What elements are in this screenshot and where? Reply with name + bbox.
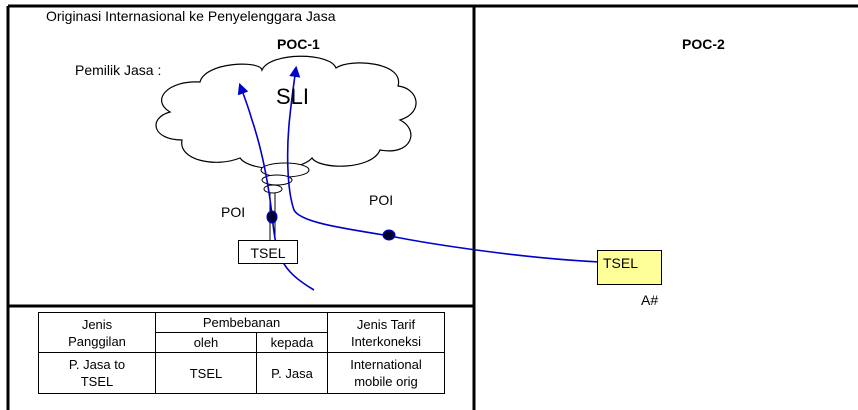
cell-charged-to: P. Jasa xyxy=(256,352,328,394)
cell-tariff-line2: mobile orig xyxy=(354,374,418,389)
service-owner-label: Pemilik Jasa : xyxy=(75,62,162,78)
table-subheader-row: oleh kepada xyxy=(39,332,445,353)
tariff-table: Jenis Panggilan Pembebanan Jenis Tarif I… xyxy=(38,312,445,394)
poc1-label: POC-1 xyxy=(277,36,320,52)
route-line-right xyxy=(286,65,601,263)
poi-label-right: POI xyxy=(369,192,394,208)
header-tariff-line2: Interkoneksi xyxy=(350,333,422,349)
header-charging: Pembebanan xyxy=(155,312,328,333)
poi-label-left: POI xyxy=(221,204,246,220)
a-number-label: A# xyxy=(641,292,659,308)
cell-charged-by: TSEL xyxy=(155,352,257,394)
table-row: P. Jasa to TSEL TSEL P. Jasa Internation… xyxy=(38,352,445,394)
poi-point-left xyxy=(266,210,278,224)
sli-cloud-label: SLI xyxy=(276,84,310,109)
cell-tariff-type: International mobile orig xyxy=(327,352,445,394)
cell-call-type: P. Jasa to TSEL xyxy=(38,352,156,394)
diagram-title: Originasi Internasional ke Penyelenggara… xyxy=(46,8,336,24)
header-to: kepada xyxy=(256,332,328,353)
header-by: oleh xyxy=(155,332,257,353)
tsel-node-left: TSEL xyxy=(238,240,298,264)
header-tariff-type: Jenis Tarif Interkoneksi xyxy=(327,312,445,353)
poi-point-right xyxy=(382,229,396,241)
poc2-label: POC-2 xyxy=(682,36,725,52)
cell-call-type-line2: TSEL xyxy=(80,374,114,389)
cell-tariff-line1: International xyxy=(350,357,422,372)
cell-call-type-line1: P. Jasa to xyxy=(68,357,126,372)
cloud-connector xyxy=(260,162,310,240)
header-call-type-line2: Panggilan xyxy=(68,333,126,349)
header-call-type: Jenis Panggilan xyxy=(38,312,156,353)
frame xyxy=(6,4,858,410)
tsel-node-right: TSEL xyxy=(597,250,662,285)
header-call-type-line1: Jenis xyxy=(81,316,113,332)
table-header-row: Jenis Panggilan Pembebanan Jenis Tarif I… xyxy=(38,312,445,353)
header-tariff-line1: Jenis Tarif xyxy=(356,316,416,332)
sli-cloud xyxy=(155,55,417,170)
